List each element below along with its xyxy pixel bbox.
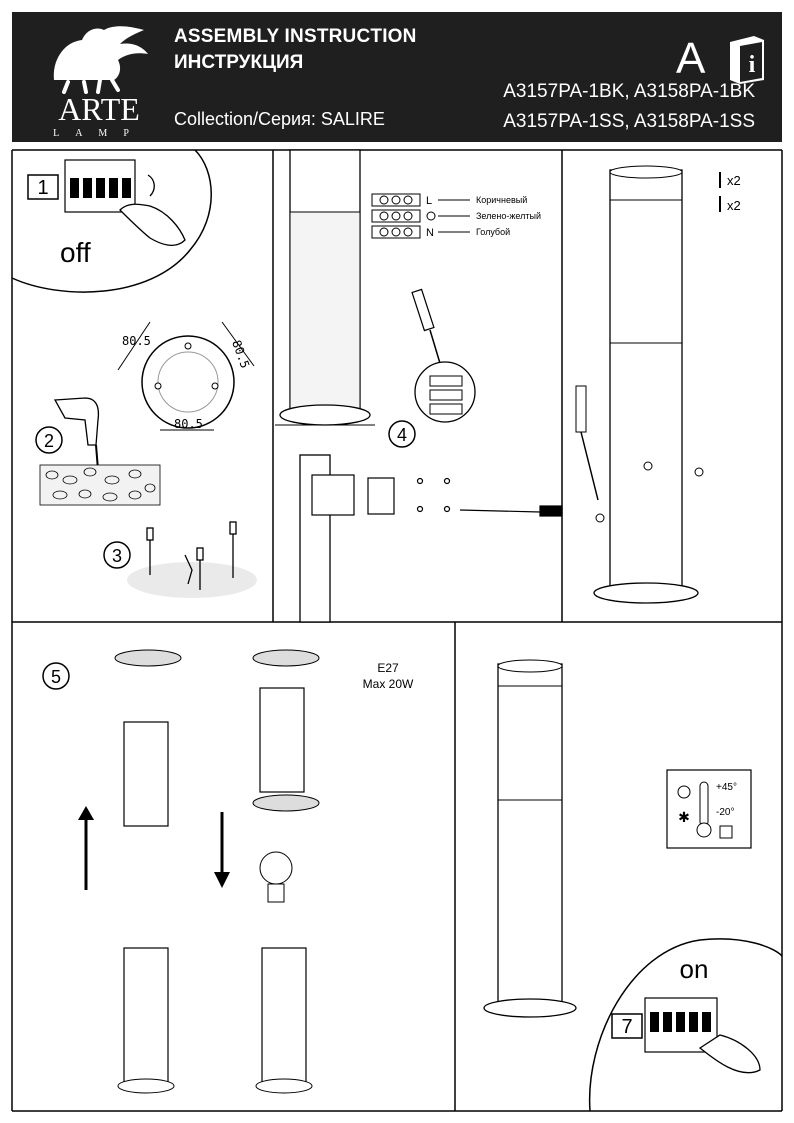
panel-frame bbox=[11, 149, 783, 1112]
wire-blue-label: Голубой bbox=[476, 227, 510, 237]
dimension-left: 80.5 bbox=[122, 334, 151, 348]
rotate-ccw-icon bbox=[114, 649, 182, 667]
step4-marker: 4 bbox=[388, 420, 416, 448]
bulb-icon bbox=[259, 851, 293, 885]
lamp-assembled-top bbox=[575, 165, 704, 604]
step1-number: 1 bbox=[37, 177, 48, 199]
screwdriver-terminal bbox=[411, 288, 476, 423]
step7-badge bbox=[611, 1013, 643, 1039]
bulb-socket: E27 bbox=[377, 661, 399, 675]
wire-N-label: N bbox=[426, 227, 434, 239]
mounting-plate: 80.5 80.5 80.5 bbox=[117, 321, 255, 431]
anchor-bolts bbox=[146, 521, 237, 590]
dimension-right: 80.5 bbox=[229, 338, 252, 370]
terminal-block: L N Коричневый Зелено-желтый Голубой bbox=[371, 193, 541, 239]
brand-name: ARTE bbox=[58, 91, 140, 127]
step4-number: 4 bbox=[397, 425, 407, 445]
step2-group: 2 bbox=[35, 397, 161, 506]
temp-max: +45° bbox=[716, 782, 737, 793]
bulb-power: Max 20W bbox=[363, 677, 414, 691]
brand-sub: LAMP bbox=[53, 128, 145, 138]
step7-circle-arc bbox=[588, 938, 783, 1112]
dimension-bottom: 80.5 bbox=[174, 417, 203, 431]
wire-yellow-green-label: Зелено-желтый bbox=[476, 211, 541, 221]
step3-group: 3 bbox=[103, 521, 257, 598]
snowflake-icon: ✱ bbox=[678, 809, 690, 825]
models-line2: A3157PA-1SS, A3158PA-1SS bbox=[503, 111, 755, 132]
screws-row bbox=[416, 477, 563, 517]
header-bar: ARTE LAMP ASSEMBLY INSTRUCTION ИНСТРУКЦИ… bbox=[12, 12, 782, 142]
cover-plate bbox=[367, 477, 395, 515]
temperature-box: ✱ +45° -20° bbox=[666, 769, 752, 849]
step3-number: 3 bbox=[112, 546, 122, 566]
base-right bbox=[261, 947, 307, 1085]
screws-count: x2 bbox=[727, 173, 741, 188]
info-book-icon: i bbox=[730, 36, 764, 84]
temp-min: -20° bbox=[716, 807, 734, 818]
step2-number: 2 bbox=[44, 431, 54, 451]
step7-group: on 7 bbox=[588, 938, 783, 1112]
anchors-count: x2 bbox=[727, 198, 741, 213]
screwdriver-right-icon bbox=[575, 385, 587, 433]
sun-icon bbox=[677, 785, 691, 799]
screwdriver-icon bbox=[411, 288, 435, 332]
diffuser-left bbox=[123, 721, 169, 827]
step7-on-label: on bbox=[680, 954, 709, 984]
collection-label: Collection/Серия: SALIRE bbox=[174, 109, 385, 129]
thermometer-icon bbox=[699, 781, 709, 827]
step7-number: 7 bbox=[621, 1016, 632, 1038]
drill-icon bbox=[53, 397, 100, 446]
step1-off-label: off bbox=[60, 237, 91, 268]
ground-symbol-icon bbox=[426, 211, 436, 221]
title-ru: ИНСТРУКЦИЯ bbox=[174, 52, 304, 73]
arte-lamp-logo: ARTE LAMP bbox=[53, 26, 148, 138]
ground-hatch bbox=[127, 562, 257, 598]
rotate-cw-icon bbox=[252, 649, 320, 667]
title-en: ASSEMBLY INSTRUCTION bbox=[174, 26, 417, 47]
lang-letter: A bbox=[676, 34, 706, 83]
final-lamp bbox=[483, 659, 577, 1018]
junction-box bbox=[311, 474, 355, 516]
info-letter: i bbox=[749, 52, 756, 78]
hardware-legend: x2 x2 bbox=[719, 172, 741, 213]
step5-number: 5 bbox=[51, 667, 61, 687]
breaker-switches bbox=[70, 178, 131, 198]
base-left bbox=[123, 947, 169, 1085]
hand-icon bbox=[119, 203, 186, 246]
step1-badge bbox=[27, 174, 59, 200]
step1-circle-arc bbox=[11, 149, 212, 293]
wire-L-label: L bbox=[426, 195, 432, 207]
step5-group: 5 E27 Max 20W bbox=[42, 649, 414, 1094]
step1-group: 1 off bbox=[11, 149, 212, 293]
wire-brown-label: Коричневый bbox=[476, 195, 527, 205]
diffuser-right bbox=[259, 687, 305, 793]
checkbox-icon bbox=[719, 825, 733, 839]
hand-on-icon bbox=[698, 1034, 761, 1074]
models-line1: A3157PA-1BK, A3158PA-1BK bbox=[503, 81, 755, 102]
step4-pole-group bbox=[275, 149, 395, 623]
